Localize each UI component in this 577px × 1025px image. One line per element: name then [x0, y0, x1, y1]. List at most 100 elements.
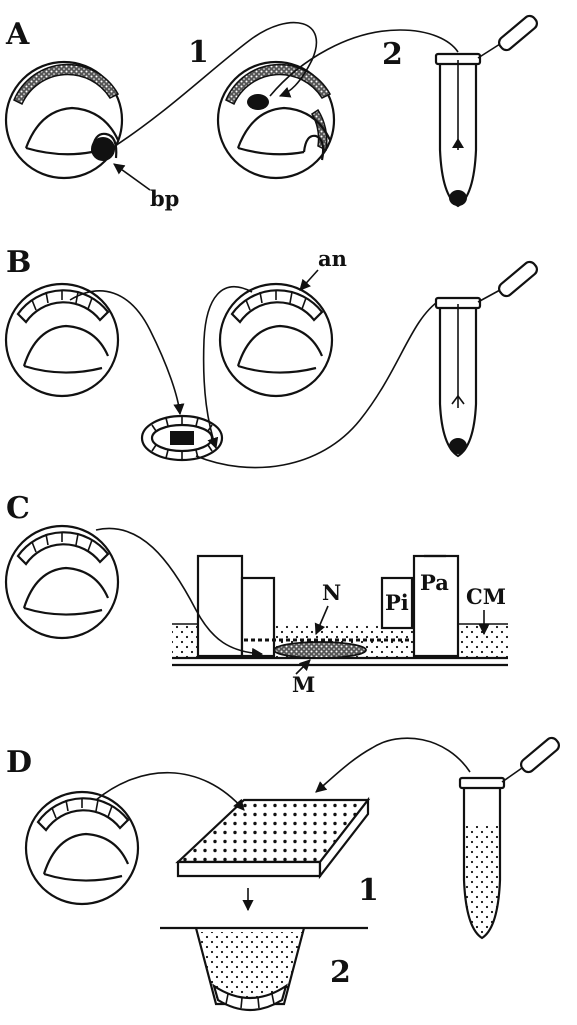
- blastocoel-roof: [42, 832, 130, 875]
- embryo-outline: [216, 60, 336, 180]
- blastocoel-roof: [24, 106, 119, 149]
- pi-block: [380, 576, 414, 630]
- plate-side: [318, 796, 370, 880]
- blastocoel-floor: [23, 364, 103, 374]
- panel-b: B an: [4, 245, 538, 469]
- blastocoel-roof: [22, 566, 110, 609]
- embryo-outline: [4, 524, 120, 640]
- plate-wells: [178, 800, 368, 862]
- blastocoel-floor: [25, 146, 93, 156]
- cap-hinge: [477, 289, 501, 303]
- blastocoel-floor: [237, 364, 317, 374]
- animal-cap-band: [16, 531, 110, 566]
- tube-a: [434, 14, 538, 208]
- tube-d: [458, 736, 560, 940]
- animal-cap-cells: [31, 532, 93, 553]
- transfer-path-c: [95, 527, 264, 659]
- cap-hinge: [477, 43, 501, 59]
- n-arrow: [314, 605, 329, 636]
- blastocoel-roof: [236, 106, 331, 149]
- animal-cap-cells: [31, 290, 93, 311]
- blastopore-lip: [302, 134, 325, 161]
- implanted-graft: [247, 94, 269, 110]
- m-arrow: [295, 659, 311, 675]
- n-label: N: [322, 580, 341, 605]
- plate-front: [176, 860, 322, 878]
- transfer-path-b3: [195, 299, 441, 469]
- embryo-outline: [24, 790, 140, 906]
- panel-d-label: D: [6, 745, 32, 780]
- animal-cap-band: [16, 289, 110, 324]
- tube-b: [434, 260, 538, 458]
- tube-cap: [520, 736, 560, 774]
- embryo-outline: [4, 282, 120, 398]
- embryo-a2: [216, 60, 336, 180]
- tube-rim: [458, 776, 506, 790]
- pi-label: Pi: [385, 590, 409, 615]
- step-1-label: 1: [358, 873, 379, 908]
- pipette-tip: [452, 138, 464, 148]
- m-label: M: [292, 672, 315, 697]
- bp-annotation: bp: [150, 186, 179, 211]
- explant-m: [273, 641, 367, 659]
- transfer-path-b2: [202, 286, 253, 450]
- panel-c-label: C: [6, 491, 30, 526]
- tall-block-left: [196, 554, 244, 658]
- transfer-path-2: [269, 29, 459, 97]
- well-explant-cells: [225, 993, 275, 1009]
- blastocoel-floor: [237, 146, 305, 156]
- blastocoel-roof: [22, 324, 110, 367]
- tube-pellet: [449, 438, 467, 454]
- bp-arrow: [113, 163, 151, 191]
- embryo-outline: [218, 282, 334, 398]
- panel-c: C N: [4, 491, 508, 697]
- pipette-tip: [451, 394, 465, 405]
- panel-b-label: B: [6, 245, 31, 280]
- transfer-path-d1: [95, 771, 245, 811]
- step-2-label: 2: [330, 955, 351, 990]
- an-annotation: an: [318, 246, 347, 271]
- animal-cap-band: [36, 797, 130, 832]
- step-1-label: 1: [188, 35, 209, 70]
- animal-cap-cells: [51, 798, 113, 819]
- embryo-c: [4, 524, 120, 640]
- well-suspension: [196, 932, 304, 1000]
- pa-label: Pa: [420, 570, 449, 595]
- an-arrow: [299, 269, 319, 291]
- tube-cap: [498, 14, 538, 52]
- blastopore-lip: [90, 132, 118, 159]
- well-cross-section: [160, 926, 368, 1011]
- transfer-path-d2: [315, 737, 471, 793]
- tube-body: [438, 306, 478, 458]
- panel-d: D 1: [6, 736, 560, 1011]
- tube-cell-suspension: [464, 826, 500, 938]
- explant-graft: [170, 431, 194, 445]
- panel-a-label: A: [5, 17, 30, 52]
- tube-pellet: [449, 190, 467, 206]
- embryo-b1: [4, 282, 120, 398]
- pa-block: [412, 554, 460, 658]
- embryo-outline: [4, 60, 124, 180]
- blastocoel-floor: [43, 872, 123, 882]
- blastocoel-roof: [236, 324, 324, 367]
- substrate-plate: [175, 796, 371, 880]
- transfer-path-1: [111, 21, 318, 149]
- well-explant: [212, 983, 288, 1011]
- blastopore-tissue: [91, 137, 115, 161]
- panel-a: A 1 2 bp: [4, 14, 538, 211]
- embryo-d: [24, 790, 140, 906]
- tube-cap: [498, 260, 538, 298]
- embryo-b2: [218, 282, 334, 398]
- embryo-a1: [4, 60, 124, 180]
- animal-cap-tissue: [225, 63, 332, 106]
- cm-label: CM: [466, 584, 506, 609]
- cap-hinge: [501, 767, 523, 783]
- animal-cap-band: [230, 289, 324, 324]
- animal-cap-cells: [245, 290, 307, 311]
- culture-chamber: N Pi Pa CM M: [95, 527, 508, 697]
- blastocoel-floor: [23, 606, 103, 616]
- short-block-left: [240, 576, 276, 658]
- step-2-label: 2: [382, 37, 403, 72]
- animal-cap-tissue: [13, 63, 120, 106]
